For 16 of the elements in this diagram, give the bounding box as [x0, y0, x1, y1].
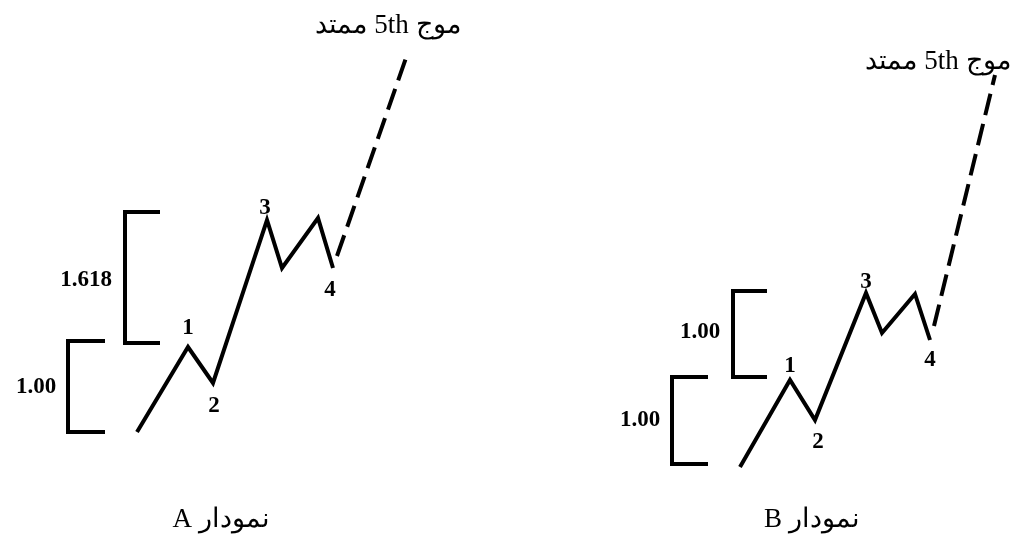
chart-caption: نمودار A	[172, 504, 270, 532]
ratio-label: 1.00	[679, 318, 721, 342]
wave-number: 4	[924, 346, 936, 370]
wave-number: 4	[324, 276, 336, 300]
wave-number: 3	[259, 194, 271, 218]
wave-note: موج 5th ممتد	[865, 46, 1011, 74]
ratio-label: 1.00	[15, 373, 57, 397]
chart-caption: نمودار B	[764, 504, 860, 532]
wave-number: 2	[812, 428, 824, 452]
wave-number: 1	[784, 352, 796, 376]
wave-note: موج 5th ممتد	[315, 10, 461, 38]
ratio-label: 1.00	[619, 406, 661, 430]
ratio-label: 1.618	[60, 266, 112, 290]
wave-number: 1	[182, 314, 194, 338]
wave-number: 2	[208, 392, 220, 416]
wave-number: 3	[860, 268, 872, 292]
